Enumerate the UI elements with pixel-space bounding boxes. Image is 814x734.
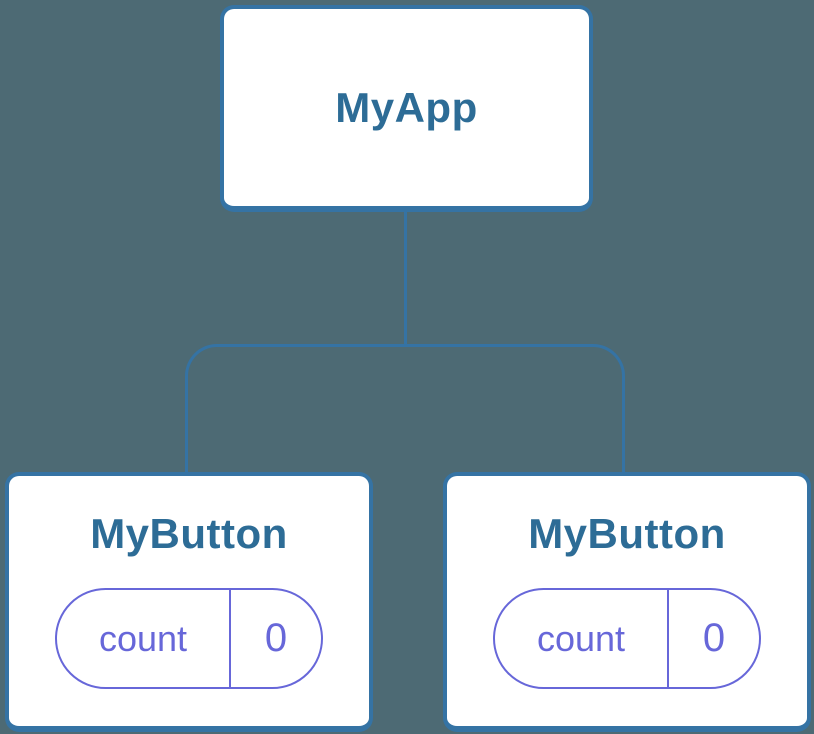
mybutton-card-left: MyButton count 0 [5, 472, 373, 732]
mybutton-left-title: MyButton [90, 510, 288, 557]
connector-branch-line [185, 344, 625, 472]
state-pill: count 0 [493, 588, 761, 689]
state-value: 0 [229, 590, 321, 687]
connector-stem-line [404, 212, 407, 344]
state-label: count [536, 617, 626, 659]
myapp-title: MyApp [335, 83, 478, 131]
mybutton-card-right: MyButton count 0 [443, 472, 811, 732]
mybutton-right-title: MyButton [528, 510, 726, 557]
state-label: count [98, 617, 188, 659]
state-value: 0 [667, 590, 759, 687]
state-pill: count 0 [55, 588, 323, 689]
myapp-card: MyApp [220, 5, 593, 212]
